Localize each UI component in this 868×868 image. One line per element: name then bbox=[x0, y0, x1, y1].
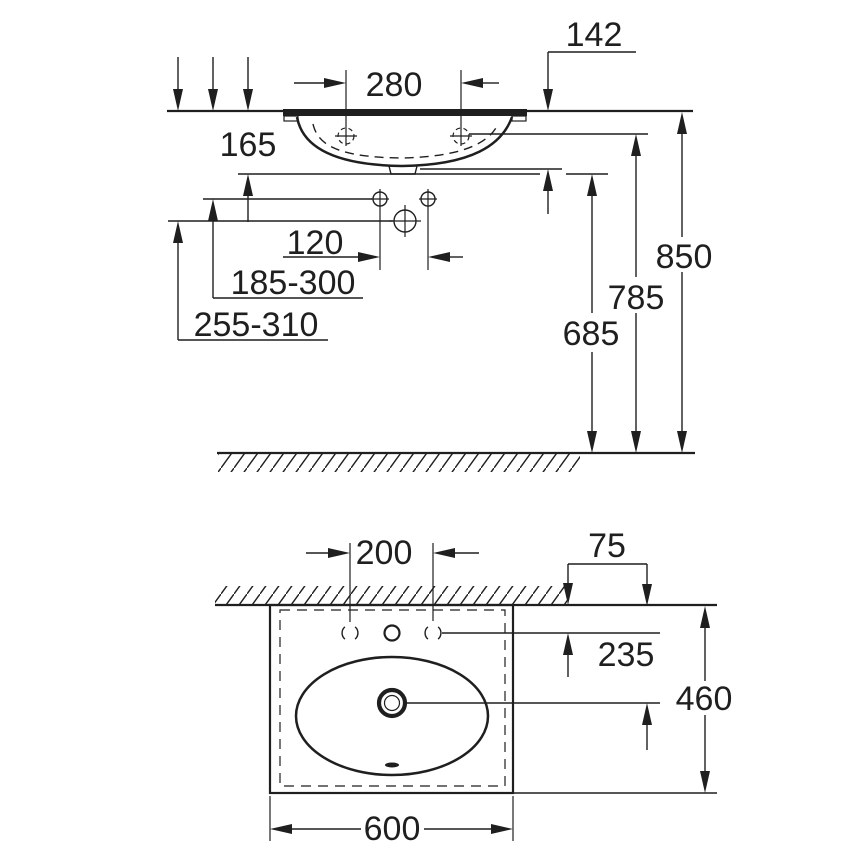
dim-label-255-310: 255-310 bbox=[194, 306, 319, 344]
dim-label-460: 460 bbox=[676, 680, 733, 718]
dim-label-200: 200 bbox=[356, 534, 413, 572]
mounting-level-arrows bbox=[173, 57, 253, 111]
dim-label-850: 850 bbox=[656, 238, 713, 276]
floor bbox=[217, 451, 695, 472]
dim-anchor-height-range: 185-300 bbox=[208, 199, 363, 302]
dim-label-185-300: 185-300 bbox=[231, 264, 356, 302]
anchor-holes bbox=[371, 189, 437, 270]
dim-label-235: 235 bbox=[598, 636, 655, 674]
dim-anchor-spacing: 120 bbox=[283, 224, 463, 262]
drain-ring-outer bbox=[376, 687, 408, 719]
dim-wall-to-back-underside: 142 bbox=[543, 16, 636, 214]
drain-ring-inner bbox=[383, 694, 401, 712]
dim-label-120: 120 bbox=[287, 224, 344, 262]
dim-label-600: 600 bbox=[364, 810, 421, 848]
basin-bowl-outline bbox=[295, 116, 514, 168]
dim-fixing-hole-spacing: 280 bbox=[294, 66, 499, 146]
dim-rim-to-underside: 165 bbox=[220, 126, 277, 222]
plan-view: 200 75 235 460 bbox=[215, 527, 732, 848]
dim-label-785: 785 bbox=[608, 279, 665, 317]
basin-rim-tab-right bbox=[511, 115, 527, 122]
dim-label-165: 165 bbox=[220, 126, 277, 164]
dim-floor-to-underside: 685 bbox=[563, 174, 620, 453]
dim-label-280: 280 bbox=[366, 66, 423, 104]
dim-wall-to-tap-holes: 75 bbox=[563, 527, 647, 677]
overflow-slot bbox=[385, 762, 399, 768]
drain-outlet bbox=[389, 205, 421, 237]
front-elevation-view: 280 142 165 bbox=[167, 16, 712, 472]
floor-hatching bbox=[218, 454, 580, 472]
bowl-oval bbox=[294, 655, 490, 777]
basin-rim-tab-left bbox=[283, 115, 299, 122]
basin-side-profile bbox=[283, 109, 527, 175]
basin-bowl-inner-edge bbox=[312, 123, 499, 159]
dim-trap-height-range: 255-310 bbox=[173, 221, 328, 344]
dim-width: 600 bbox=[269, 796, 514, 848]
dim-depth: 460 bbox=[676, 606, 733, 793]
wall-hatching bbox=[215, 586, 567, 605]
dim-wall-to-drain: 235 bbox=[598, 564, 655, 750]
tap-hole-left-optional bbox=[341, 626, 359, 640]
basin-rim-bar bbox=[283, 109, 527, 116]
basin-inner-dashed-rect bbox=[279, 609, 506, 787]
dim-label-685: 685 bbox=[563, 315, 620, 353]
basin-rect bbox=[268, 603, 515, 795]
tap-hole-center bbox=[383, 624, 401, 642]
dim-label-75: 75 bbox=[588, 527, 626, 565]
plan-wall bbox=[215, 586, 717, 607]
dim-tap-hole-spacing: 200 bbox=[306, 534, 479, 622]
dim-floor-to-rim: 850 bbox=[656, 112, 713, 453]
dim-floor-to-hole-line: 785 bbox=[608, 134, 665, 453]
tap-hole-right-optional bbox=[424, 626, 442, 640]
basin-plan-outline bbox=[268, 603, 515, 795]
dim-label-142: 142 bbox=[566, 16, 623, 54]
